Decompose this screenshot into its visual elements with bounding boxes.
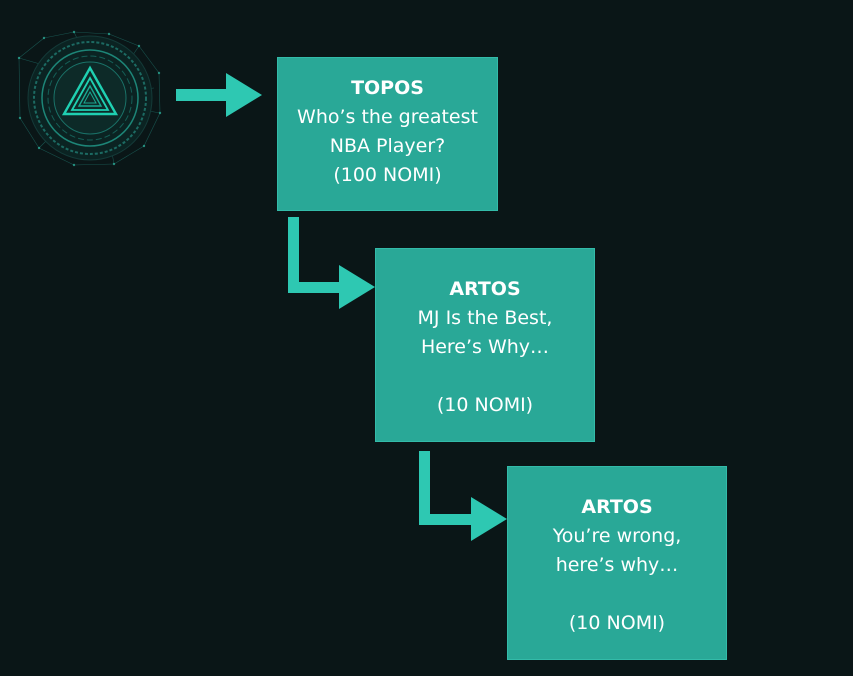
box-text-line: Here’s Why… <box>420 336 550 358</box>
box-title: ARTOS <box>449 278 521 300</box>
arrow-elbow-icon <box>419 451 507 541</box>
box-text-line: Who’s the greatest <box>297 106 478 128</box>
box-text-line: You’re wrong, <box>552 525 682 547</box>
box-cost: (100 NOMI) <box>333 164 442 186</box>
box-spacer <box>376 362 594 391</box>
box-title: ARTOS <box>581 496 653 518</box>
box-text-line: NBA Player? <box>329 135 446 157</box>
arrow-right-icon <box>176 73 262 117</box>
box-cost: (10 NOMI) <box>568 612 666 634</box>
box-title: TOPOS <box>351 77 424 99</box>
box-spacer <box>508 580 726 609</box>
artos-box-1: ARTOS MJ Is the Best, Here’s Why… (10 NO… <box>375 248 595 442</box>
box-cost: (10 NOMI) <box>436 394 534 416</box>
arrow-elbow-icon <box>288 217 375 309</box>
logo-icon <box>17 30 162 167</box>
box-text-line: here’s why… <box>555 554 679 576</box>
artos-box-2: ARTOS You’re wrong, here’s why… (10 NOMI… <box>507 466 727 660</box>
topos-box: TOPOS Who’s the greatest NBA Player? (10… <box>277 57 498 211</box>
box-text-line: MJ Is the Best, <box>417 307 553 329</box>
